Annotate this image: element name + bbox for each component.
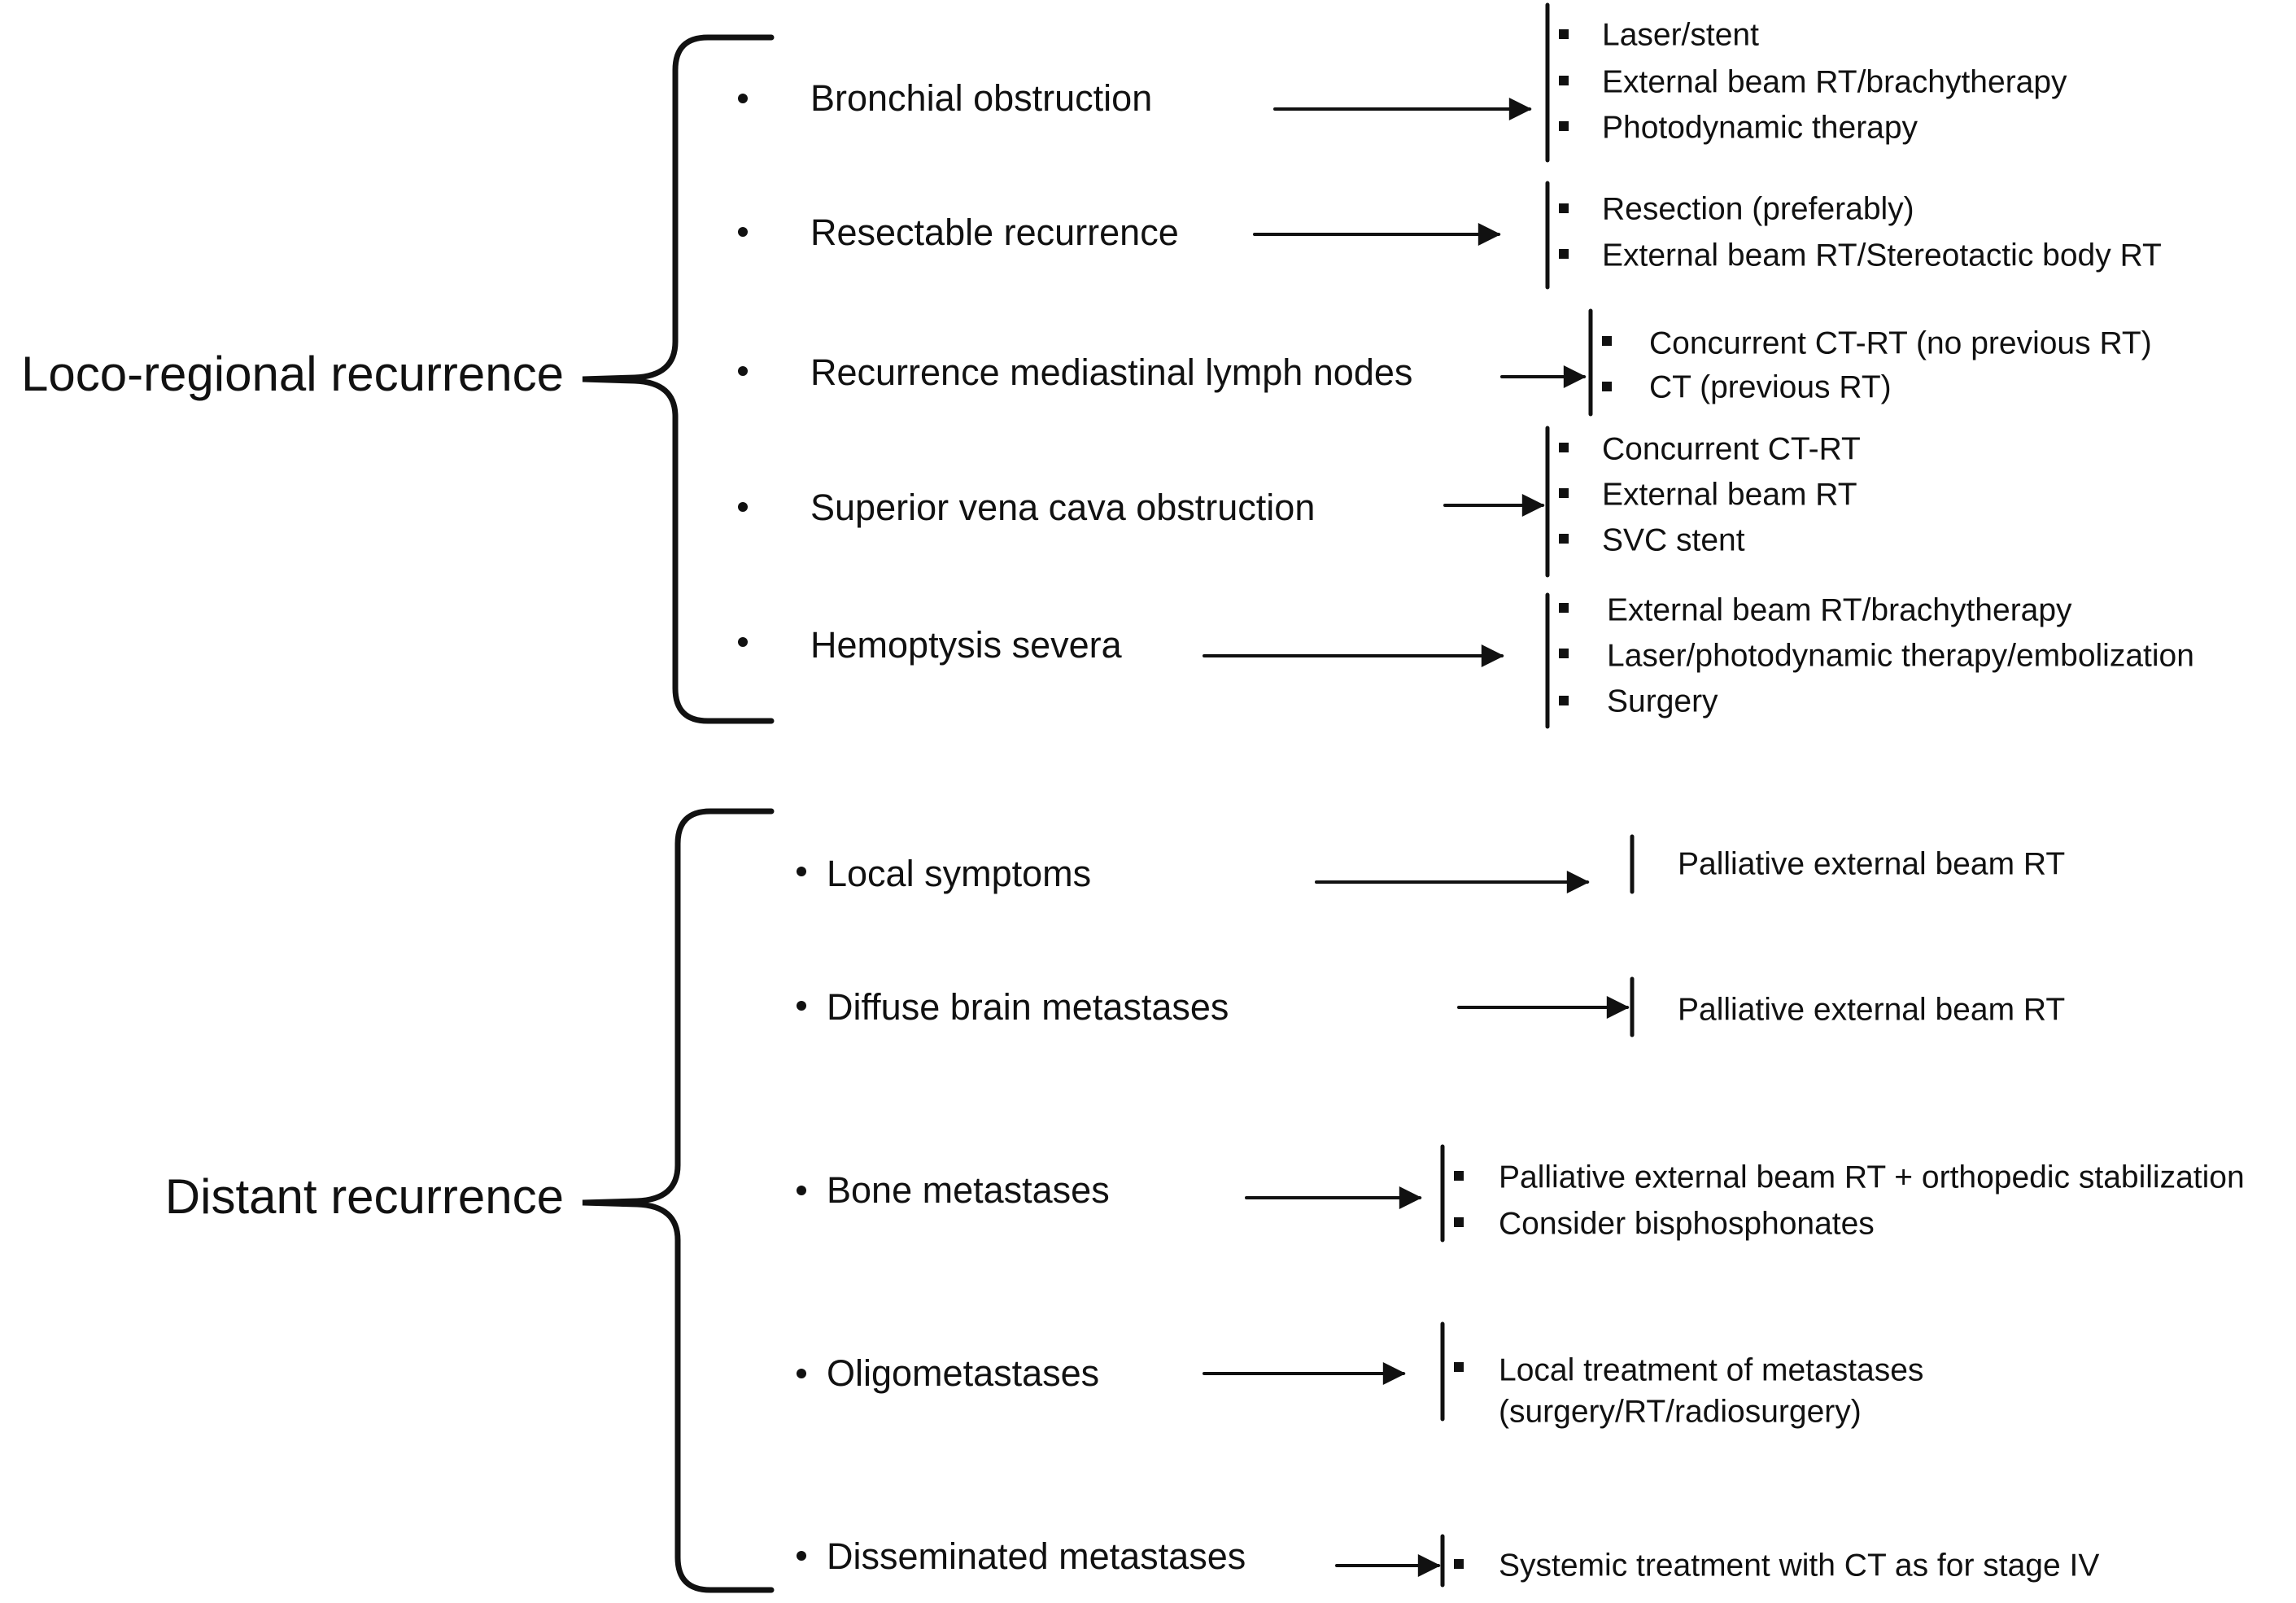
treatment-item: Concurrent CT-RT <box>1602 431 1861 466</box>
condition-label: Recurrence mediastinal lymph nodes <box>810 352 1412 393</box>
brace-distant <box>582 808 775 1593</box>
condition-row: Bronchial obstruction Laser/stent Extern… <box>738 2 2067 163</box>
treatment-item: Surgery <box>1607 684 1718 719</box>
square-bullet <box>1602 336 1612 346</box>
square-bullet <box>1559 76 1569 85</box>
bullet-dot <box>738 94 748 103</box>
treatment-item: (surgery/RT/radiosurgery) <box>1499 1394 1862 1429</box>
bullet-dot <box>797 1186 806 1195</box>
treatment-item: CT (previous RT) <box>1649 369 1892 404</box>
condition-label: Bronchial obstruction <box>810 77 1152 119</box>
group-distant: Distant recurrence Local symptoms Pallia… <box>165 808 2245 1593</box>
square-bullet <box>1559 534 1569 544</box>
treatment-item: Local treatment of metastases <box>1499 1352 1923 1387</box>
group-loco-regional: Loco-regional recurrence Bronchial obstr… <box>21 2 2194 729</box>
treatment-item: Laser/photodynamic therapy/embolization <box>1607 638 2194 673</box>
square-bullet <box>1602 382 1612 391</box>
treatment-item: Photodynamic therapy <box>1602 110 1918 145</box>
condition-label: Resectable recurrence <box>810 212 1179 253</box>
treatment-item: Concurrent CT-RT (no previous RT) <box>1649 325 2152 360</box>
condition-row: Diffuse brain metastases Palliative exte… <box>797 976 2065 1037</box>
condition-label: Local symptoms <box>827 853 1091 894</box>
treatment-item: Laser/stent <box>1602 17 1759 52</box>
bullet-dot <box>738 227 748 237</box>
group-label-distant: Distant recurrence <box>165 1169 564 1224</box>
square-bullet <box>1559 696 1569 705</box>
condition-row: Hemoptysis severa External beam RT/brach… <box>738 592 2194 729</box>
square-bullet <box>1454 1171 1464 1181</box>
condition-row: Local symptoms Palliative external beam … <box>797 834 2065 894</box>
bullet-dot <box>797 1369 806 1378</box>
condition-row: Recurrence mediastinal lymph nodes Concu… <box>738 308 2152 417</box>
square-bullet <box>1559 603 1569 613</box>
treatment-item: External beam RT/brachytherapy <box>1602 64 2067 99</box>
square-bullet <box>1454 1362 1464 1372</box>
bullet-dot <box>797 1551 806 1561</box>
square-bullet <box>1559 443 1569 452</box>
treatment-item: Palliative external beam RT <box>1678 846 2065 881</box>
treatment-item: External beam RT/brachytherapy <box>1607 592 2072 627</box>
condition-row: Superior vena cava obstruction Concurren… <box>738 426 1861 578</box>
condition-label: Hemoptysis severa <box>810 624 1123 666</box>
square-bullet <box>1454 1559 1464 1569</box>
treatment-item: Resection (preferably) <box>1602 191 1914 226</box>
treatment-item: Palliative external beam RT <box>1678 992 2065 1027</box>
bullet-dot <box>797 1001 806 1011</box>
condition-label: Diffuse brain metastases <box>827 986 1229 1028</box>
square-bullet <box>1559 29 1569 39</box>
condition-label: Disseminated metastases <box>827 1535 1246 1577</box>
square-bullet <box>1559 249 1569 259</box>
brace-loco-regional <box>582 34 775 724</box>
treatment-item: External beam RT/Stereotactic body RT <box>1602 238 2162 273</box>
condition-row: Resectable recurrence Resection (prefera… <box>738 181 2162 290</box>
bullet-dot <box>738 637 748 647</box>
group-label-loco-regional: Loco-regional recurrence <box>21 347 564 401</box>
square-bullet <box>1559 203 1569 213</box>
condition-label: Superior vena cava obstruction <box>810 487 1315 528</box>
bullet-dot <box>738 366 748 376</box>
condition-row: Oligometastases Local treatment of metas… <box>797 1321 1923 1429</box>
condition-row: Disseminated metastases Systemic treatme… <box>797 1534 2099 1588</box>
condition-label: Bone metastases <box>827 1169 1110 1211</box>
condition-row: Bone metastases Palliative external beam… <box>797 1144 2245 1243</box>
treatment-item: External beam RT <box>1602 477 1857 512</box>
treatment-item: Palliative external beam RT + orthopedic… <box>1499 1160 2245 1195</box>
square-bullet <box>1559 649 1569 658</box>
condition-label: Oligometastases <box>827 1352 1099 1394</box>
bullet-dot <box>738 502 748 512</box>
bullet-dot <box>797 867 806 876</box>
square-bullet <box>1559 121 1569 131</box>
treatment-item: SVC stent <box>1602 522 1745 557</box>
square-bullet <box>1454 1217 1464 1227</box>
square-bullet <box>1559 488 1569 498</box>
treatment-item: Consider bisphosphonates <box>1499 1206 1875 1241</box>
treatment-item: Systemic treatment with CT as for stage … <box>1499 1548 2099 1583</box>
